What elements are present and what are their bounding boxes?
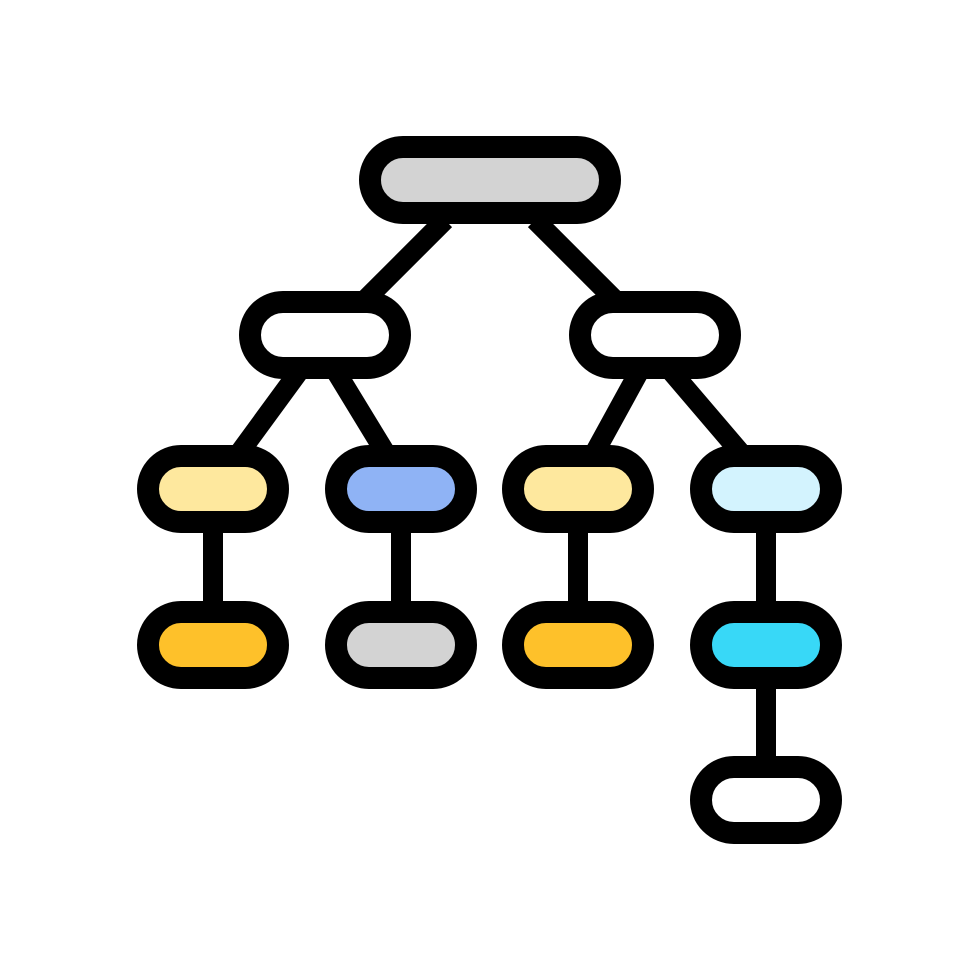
node-branch-left xyxy=(239,291,411,379)
connector-branch-left-to-leaf-2 xyxy=(326,364,394,458)
node-leaf-4 xyxy=(690,445,842,533)
node-leaf-4-grandchild xyxy=(690,756,842,844)
node-branch-right xyxy=(569,291,741,379)
node-leaf-3-child xyxy=(502,601,654,689)
node-leaf-1-child xyxy=(137,601,289,689)
connector-branch-right-to-leaf-4 xyxy=(662,363,748,459)
connector-branch-left-to-leaf-1 xyxy=(231,364,309,458)
connector-branch-right-to-leaf-3 xyxy=(586,365,649,457)
connector-lines xyxy=(203,212,776,767)
connector-root-to-branch-left xyxy=(357,212,453,308)
node-leaf-3 xyxy=(502,445,654,533)
node-leaf-2-child xyxy=(325,601,477,689)
connector-root-to-branch-right xyxy=(527,212,623,308)
tree-nodes xyxy=(137,136,842,844)
node-root xyxy=(359,136,621,224)
node-leaf-4-child xyxy=(690,601,842,689)
node-leaf-2 xyxy=(325,445,477,533)
node-leaf-1 xyxy=(137,445,289,533)
